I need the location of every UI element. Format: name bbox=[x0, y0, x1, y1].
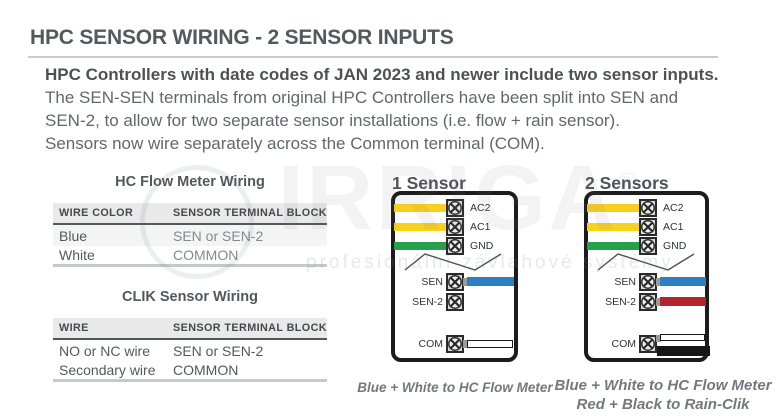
table-row: NO or NC wire SEN or SEN-2 bbox=[53, 340, 327, 361]
terminal-label: SEN-2 bbox=[412, 296, 443, 308]
column-header-wire-color: WIRE COLOR bbox=[59, 207, 134, 219]
table-header-row: WIRE COLOR SENSOR TERMINAL BLOCK bbox=[53, 203, 327, 225]
diagram-1-sensor: AC2 AC1 GND SEN SEN-2 COM bbox=[391, 191, 518, 362]
screw-terminal-icon bbox=[639, 335, 657, 353]
yellow-wire bbox=[587, 204, 639, 212]
broken-wire-zigzag bbox=[597, 253, 695, 271]
yellow-wire bbox=[394, 204, 446, 212]
column-header-terminal-block: SENSOR TERMINAL BLOCK bbox=[173, 322, 327, 334]
table-cell: Secondary wire bbox=[59, 362, 156, 378]
table-title: CLIK Sensor Wiring bbox=[121, 289, 258, 305]
screw-terminal-icon bbox=[639, 199, 657, 217]
intro-line: Sensors now wire separately across the C… bbox=[45, 134, 545, 153]
diagram-title-2-sensors: 2 Sensors bbox=[585, 173, 669, 193]
screw-terminal-icon bbox=[639, 218, 657, 236]
wire-stub bbox=[656, 298, 661, 306]
column-header-wire: WIRE bbox=[59, 322, 89, 334]
white-wire bbox=[467, 340, 513, 348]
diagram-2-sensors: AC2 AC1 GND SEN SEN-2 COM bbox=[584, 191, 710, 362]
controller-box bbox=[584, 191, 709, 362]
wire-stub bbox=[463, 340, 468, 348]
yellow-wire bbox=[587, 223, 639, 231]
terminal-label: GND bbox=[663, 240, 687, 252]
diagram-title-1-sensor: 1 Sensor bbox=[392, 173, 466, 193]
screw-terminal-icon bbox=[446, 199, 464, 217]
table-cell: White bbox=[59, 247, 95, 263]
terminal-label: AC1 bbox=[470, 221, 491, 233]
screw-terminal-icon bbox=[446, 218, 464, 236]
intro-line-bold: HPC Controllers with date codes of JAN 2… bbox=[45, 65, 719, 84]
terminal-label: COM bbox=[611, 338, 637, 350]
diagram-caption: Blue + White to HC Flow Meter Red + Blac… bbox=[538, 377, 776, 414]
screw-terminal-icon bbox=[446, 237, 464, 255]
table-title: HC Flow Meter Wiring bbox=[115, 174, 265, 190]
terminal-label: GND bbox=[470, 240, 494, 252]
screw-terminal-icon bbox=[639, 293, 657, 311]
green-wire bbox=[394, 242, 446, 250]
table-cell: COMMON bbox=[173, 362, 239, 378]
table-row: White COMMON bbox=[53, 246, 327, 267]
terminal-label: AC1 bbox=[663, 221, 684, 233]
table-cell: NO or NC wire bbox=[59, 342, 151, 359]
caption-line: Blue + White to HC Flow Meter bbox=[554, 377, 772, 394]
intro-line: SEN-2, to allow for two separate sensor … bbox=[45, 111, 620, 130]
terminal-label: SEN bbox=[614, 276, 636, 288]
caption-line: Red + Black to Rain-Clik bbox=[576, 395, 750, 413]
green-wire bbox=[587, 242, 639, 250]
red-wire bbox=[660, 297, 706, 306]
terminal-label: SEN-2 bbox=[605, 296, 636, 308]
page-title: HPC SENSOR WIRING - 2 SENSOR INPUTS bbox=[30, 26, 454, 49]
blue-wire bbox=[660, 277, 706, 286]
screw-terminal-icon bbox=[639, 273, 657, 291]
terminal-label: SEN bbox=[421, 276, 443, 288]
white-wire bbox=[660, 334, 705, 341]
wire-stub bbox=[656, 278, 661, 286]
broken-wire-zigzag bbox=[404, 253, 502, 271]
table-cell: COMMON bbox=[173, 247, 239, 263]
intro-line: The SEN-SEN terminals from original HPC … bbox=[45, 88, 679, 107]
caption-line: Blue + White to HC Flow Meter bbox=[357, 380, 553, 395]
black-wire bbox=[657, 346, 710, 356]
terminal-label: AC2 bbox=[470, 202, 491, 214]
column-header-terminal-block: SENSOR TERMINAL BLOCK bbox=[173, 207, 327, 219]
table-cell: SEN or SEN-2 bbox=[173, 227, 264, 244]
intro-paragraph: HPC Controllers with date codes of JAN 2… bbox=[45, 63, 725, 155]
blue-wire bbox=[467, 277, 514, 286]
screw-terminal-icon bbox=[446, 335, 464, 353]
hc-flow-meter-table: HC Flow Meter Wiring WIRE COLOR SENSOR T… bbox=[53, 174, 327, 267]
title-divider bbox=[28, 56, 718, 58]
controller-box bbox=[391, 191, 518, 362]
wire-stub bbox=[656, 335, 661, 342]
clik-sensor-table: CLIK Sensor Wiring WIRE SENSOR TERMINAL … bbox=[53, 289, 327, 382]
table-header-row: WIRE SENSOR TERMINAL BLOCK bbox=[53, 318, 327, 340]
terminal-label: AC2 bbox=[663, 202, 684, 214]
diagram-caption: Blue + White to HC Flow Meter bbox=[355, 380, 555, 395]
table-cell: Blue bbox=[59, 227, 88, 244]
screw-terminal-icon bbox=[446, 273, 464, 291]
table-row: Blue SEN or SEN-2 bbox=[53, 225, 327, 246]
screw-terminal-icon bbox=[639, 237, 657, 255]
screw-terminal-icon bbox=[446, 293, 464, 311]
terminal-label: COM bbox=[418, 338, 444, 350]
table-row: Secondary wire COMMON bbox=[53, 361, 327, 382]
table-cell: SEN or SEN-2 bbox=[173, 342, 264, 359]
yellow-wire bbox=[394, 223, 446, 231]
wire-stub bbox=[463, 278, 468, 286]
